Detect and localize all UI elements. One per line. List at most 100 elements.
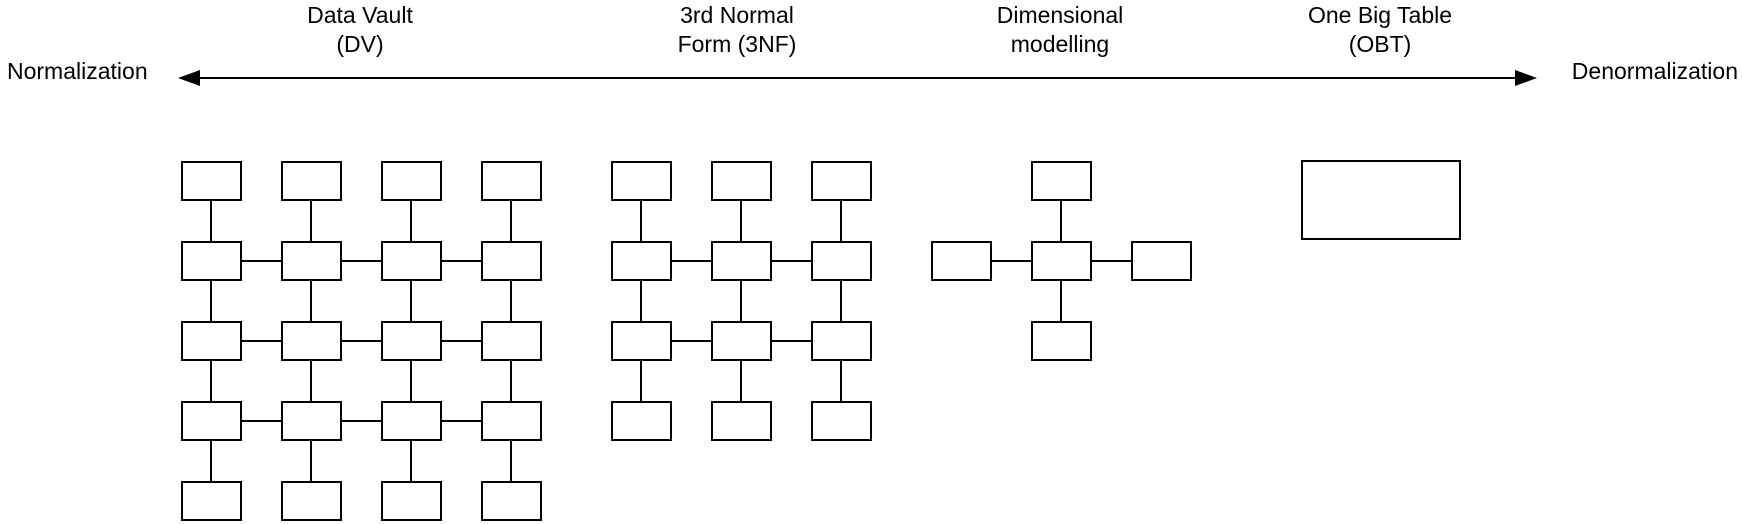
entity-box — [381, 321, 442, 361]
connector-line — [840, 361, 842, 401]
connector-line — [242, 420, 281, 422]
entity-box — [481, 241, 542, 281]
entity-box — [931, 241, 992, 281]
entity-box — [711, 321, 772, 361]
entity-box — [381, 241, 442, 281]
connector-line — [1060, 281, 1062, 321]
connector-line — [772, 260, 811, 262]
connector-line — [840, 201, 842, 241]
entity-box — [181, 321, 242, 361]
entity-box — [281, 321, 342, 361]
entity-box — [181, 161, 242, 201]
entity-box — [481, 161, 542, 201]
column-title-line: (DV) — [336, 31, 384, 57]
entity-box — [1301, 160, 1461, 240]
connector-line — [410, 201, 412, 241]
entity-box — [611, 401, 672, 441]
connector-line — [442, 420, 481, 422]
connector-line — [410, 441, 412, 481]
entity-box — [1031, 241, 1092, 281]
arrowhead-left-icon — [178, 70, 200, 86]
connector-line — [840, 281, 842, 321]
entity-box — [381, 401, 442, 441]
entity-box — [711, 241, 772, 281]
connector-line — [640, 281, 642, 321]
entity-box — [711, 161, 772, 201]
connector-line — [310, 441, 312, 481]
entity-box — [611, 161, 672, 201]
connector-line — [210, 441, 212, 481]
entity-box — [181, 481, 242, 521]
column-title-line: modelling — [1010, 31, 1110, 57]
column-title-data-vault: Data Vault (DV) — [200, 1, 520, 59]
connector-line — [1060, 201, 1062, 241]
connector-line — [242, 340, 281, 342]
entity-box — [181, 241, 242, 281]
axis-label-normalization: Normalization — [7, 58, 148, 84]
entity-box — [381, 481, 442, 521]
connector-line — [772, 340, 811, 342]
entity-box — [181, 401, 242, 441]
column-title-line: (OBT) — [1348, 31, 1412, 57]
connector-line — [510, 441, 512, 481]
connector-line — [740, 361, 742, 401]
connector-line — [342, 340, 381, 342]
connector-line — [672, 260, 711, 262]
entity-box — [711, 401, 772, 441]
entity-box — [481, 481, 542, 521]
connector-line — [310, 281, 312, 321]
entity-box — [1031, 321, 1092, 361]
connector-line — [510, 201, 512, 241]
entity-box — [381, 161, 442, 201]
column-title-line: Dimensional — [996, 2, 1124, 28]
entity-box — [281, 161, 342, 201]
entity-box — [481, 401, 542, 441]
entity-box — [811, 161, 872, 201]
connector-line — [672, 340, 711, 342]
entity-box — [1031, 161, 1092, 201]
axis-label-denormalization: Denormalization — [1571, 58, 1738, 84]
connector-line — [242, 260, 281, 262]
connector-line — [442, 340, 481, 342]
connector-line — [410, 281, 412, 321]
entity-box — [481, 321, 542, 361]
connector-line — [410, 361, 412, 401]
connector-line — [740, 281, 742, 321]
connector-line — [210, 201, 212, 241]
entity-box — [281, 241, 342, 281]
column-title-line: Data Vault — [307, 2, 413, 28]
connector-line — [510, 361, 512, 401]
entity-box — [1131, 241, 1192, 281]
connector-line — [310, 361, 312, 401]
column-title-line: 3rd Normal — [680, 2, 794, 28]
entity-box — [281, 481, 342, 521]
connector-line — [640, 201, 642, 241]
arrow-line — [190, 77, 1525, 79]
column-title-dimensional-modelling: Dimensional modelling — [900, 1, 1220, 59]
entity-box — [811, 321, 872, 361]
connector-line — [342, 260, 381, 262]
column-title-third-normal-form: 3rd Normal Form (3NF) — [577, 1, 897, 59]
connector-line — [210, 361, 212, 401]
connector-line — [310, 201, 312, 241]
connector-line — [1092, 260, 1131, 262]
entity-box — [281, 401, 342, 441]
entity-box — [611, 321, 672, 361]
connector-line — [210, 281, 212, 321]
connector-line — [640, 361, 642, 401]
connector-line — [740, 201, 742, 241]
column-title-line: One Big Table — [1307, 2, 1453, 28]
connector-line — [342, 420, 381, 422]
connector-line — [510, 281, 512, 321]
connector-line — [992, 260, 1031, 262]
connector-line — [442, 260, 481, 262]
arrowhead-right-icon — [1515, 70, 1537, 86]
column-title-one-big-table: One Big Table (OBT) — [1220, 1, 1540, 59]
entity-box — [611, 241, 672, 281]
